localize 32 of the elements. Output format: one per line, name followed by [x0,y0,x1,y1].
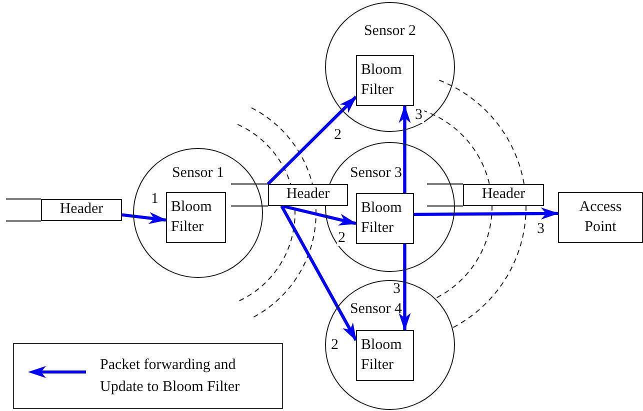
sensor-label: Sensor 4 [348,301,404,318]
arrow [266,96,358,186]
box-label: Bloom Filter [361,61,403,100]
arrow [280,205,358,342]
header-box [268,184,348,206]
box-label: Bloom Filter [361,199,403,238]
edge-label: 3 [414,108,424,123]
header-box [463,184,544,206]
box-label: Header [60,200,104,220]
legend-label: Packet forwarding and Update to Bloom Filter [100,356,241,397]
box-label: Header [286,185,330,204]
arrow [414,208,559,220]
arrow [398,105,411,193]
sensor-label: Sensor 2 [362,23,418,40]
arrow [282,204,357,226]
arrow [398,244,411,331]
header-box [41,199,122,221]
arrow [122,212,167,224]
sensor-range-circle [325,280,455,410]
box-label: Header [482,185,526,204]
box-label: Bloom Filter [171,198,213,236]
filter-box [356,330,414,381]
sensor-label: Sensor 1 [170,165,226,182]
box-label: Access Point [578,198,623,236]
box-label: Bloom Filter [361,336,403,374]
filter-box [356,193,414,244]
sensor-label: Sensor 3 [348,165,404,182]
edge-label: 2 [337,231,346,246]
sensor-range-circle [133,148,263,278]
access-point-box [558,192,643,243]
filter-box [356,55,414,106]
filter-box [166,192,226,243]
